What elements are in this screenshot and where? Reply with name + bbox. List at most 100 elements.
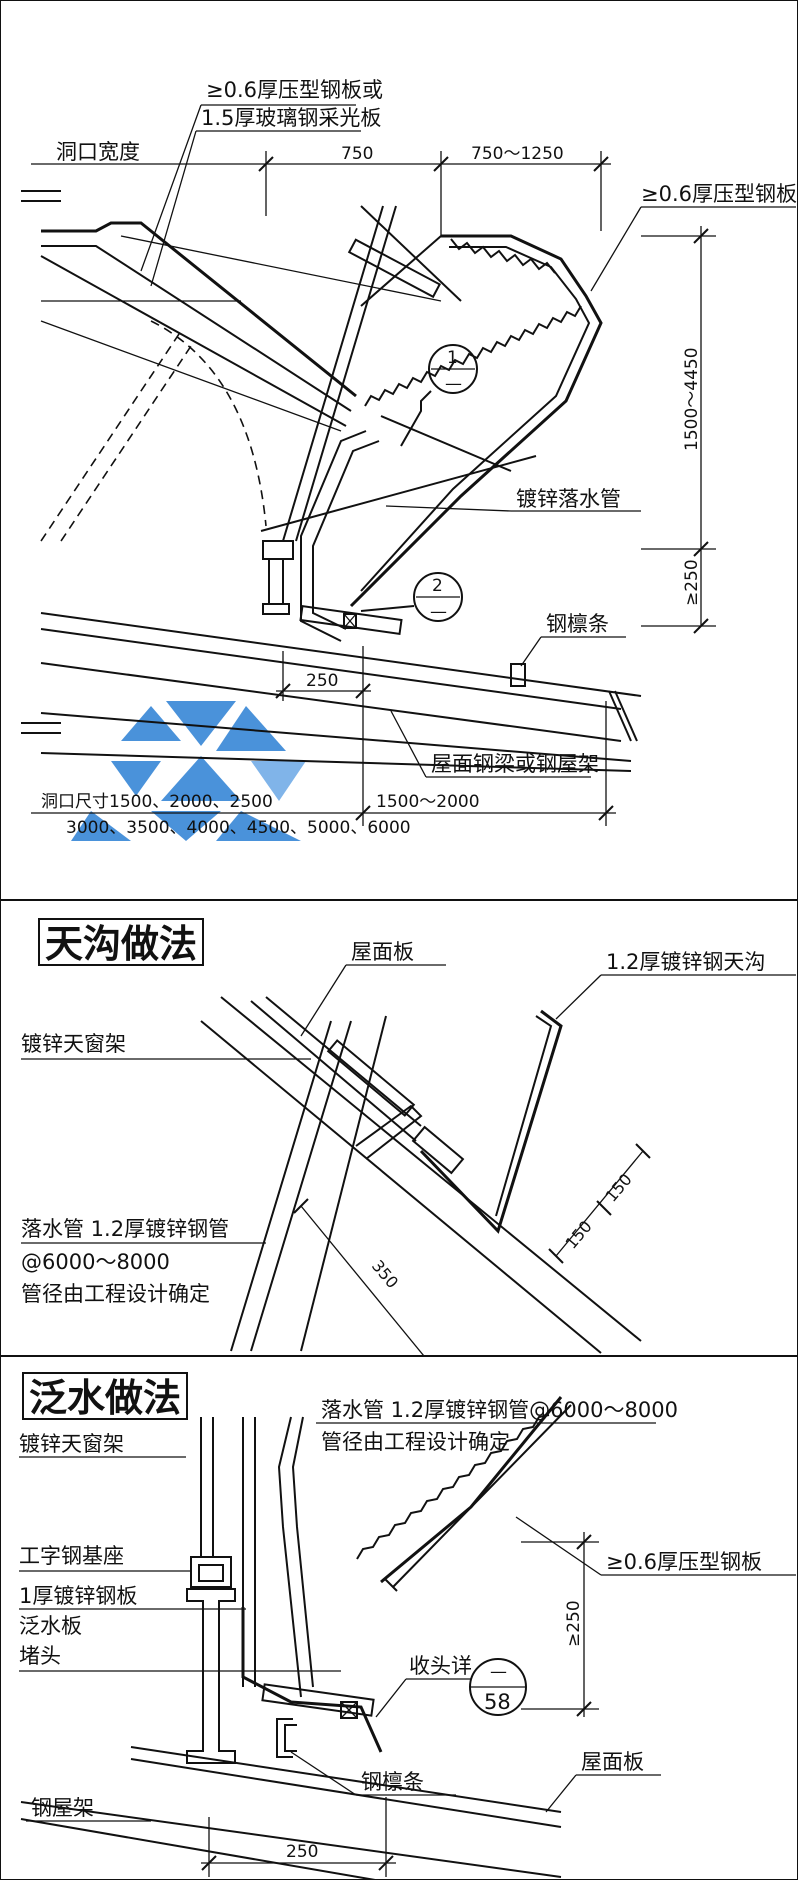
i-beam (186, 1588, 236, 1764)
skylight-frame (260, 205, 537, 542)
title-box (38, 918, 204, 966)
leader-line (290, 1751, 357, 1796)
dim-1500-4450: 1500～4450 (682, 347, 702, 451)
i-beam-base (190, 1556, 232, 1588)
galvanized-downpipe-label: 镀锌落水管 (516, 487, 621, 511)
steel-purlin-label: 钢檩条 (546, 612, 609, 636)
skylight-frame-label: 镀锌天窗架 (19, 1432, 124, 1456)
roof-panel-label: 屋面板 (351, 940, 414, 964)
leader-line (515, 1516, 602, 1576)
opening-width-label: 洞口宽度 (56, 140, 140, 164)
watermark-triangle (151, 811, 221, 841)
dim-350: 350 (368, 1256, 402, 1292)
dim-250-line (275, 646, 371, 701)
skylight-section-panel: 洞口宽度 750 750～1250 ≥0.6厚压型钢板或 1.5厚玻璃钢采光板 (0, 0, 798, 900)
dim-250: 250 (306, 671, 338, 691)
flashing-detail-title: 泛水做法 (29, 1376, 181, 1420)
gutter-dimensions (293, 1143, 651, 1355)
watermark-triangle (216, 706, 286, 751)
roof-purlin-and-beam (40, 604, 642, 772)
leader-line (385, 505, 512, 512)
callout-1-sheet: — (445, 374, 462, 394)
watermark-triangle (251, 761, 306, 801)
i-beam-base-label: 工字钢基座 (19, 1544, 124, 1568)
gutter-label: 1.2厚镀锌钢天沟 (606, 950, 765, 974)
gutter-detail-drawing: 天沟做法 屋面板 (21, 918, 796, 1355)
roof-sheet-label-line1: ≥0.6厚压型钢板或 (206, 78, 383, 102)
gutter-roof-lines (200, 996, 642, 1354)
dim-ge250: ≥250 (682, 559, 702, 606)
detail-callout-58 (469, 1658, 527, 1716)
flashing-vertical-dimension (521, 1532, 599, 1717)
leader-line (520, 636, 542, 667)
skylight-frame-label: 镀锌天窗架 (21, 1032, 126, 1056)
downpipe-label-line1: 落水管 1.2厚镀锌钢管@6000～8000 (321, 1398, 678, 1422)
watermark-triangle (121, 706, 181, 741)
right-profiled-sheet (349, 234, 603, 608)
dashed-arc (150, 320, 267, 527)
purlin-c-section (276, 1718, 293, 1758)
flashing-sheet (241, 1607, 383, 1753)
flashing-roof-lines (20, 1746, 562, 1879)
dim-750-1250: 750～1250 (471, 144, 564, 164)
profiled-steel-sheet-label: ≥0.6厚压型钢板 (641, 182, 797, 206)
purlin-section (510, 663, 526, 687)
roof-sheet-label-line2: 1.5厚玻璃钢采光板 (201, 106, 381, 130)
end-plug-label: 堵头 (19, 1644, 61, 1668)
flashing-label-line1: 1厚镀锌钢板 (19, 1584, 137, 1608)
downpipe-label-line2: @6000～8000 (21, 1250, 170, 1274)
leader-line (555, 974, 602, 1020)
steel-truss-label: 钢屋架 (31, 1796, 94, 1820)
callout-2-sheet: — (430, 602, 447, 622)
leader-line (140, 104, 202, 272)
leader-line (375, 1678, 407, 1718)
gutter-skylight-frame (230, 1015, 423, 1352)
watermark-triangle (71, 811, 131, 841)
watermark-triangle (111, 761, 161, 796)
callout-1-number: 1 (447, 348, 458, 368)
dashed-opening-line (40, 330, 182, 542)
opening-size-line1: 洞口尺寸1500、2000、2500 (41, 792, 273, 812)
flashing-dim-250 (201, 1797, 396, 1877)
downpipe (262, 430, 380, 642)
bottom-dimension-chain (31, 701, 616, 826)
skylight-section-drawing: 洞口宽度 750 750～1250 ≥0.6厚压型钢板或 1.5厚玻璃钢采光板 (21, 78, 797, 841)
downpipe-label-line2: 管径由工程设计确定 (321, 1430, 510, 1454)
dim-150-a: 150 (562, 1217, 596, 1253)
roof-panel-label: 屋面板 (581, 1750, 644, 1774)
gutter-detail-panel: 天沟做法 屋面板 (0, 900, 798, 1356)
dim-750: 750 (341, 144, 373, 164)
flashing-detail-drawing: 泛水做法 镀锌天窗架 落水管 1.2厚镀锌钢管@6000～8000 管径由工程设… (19, 1372, 796, 1879)
flashing-detail-panel: 泛水做法 镀锌天窗架 落水管 1.2厚镀锌钢管@6000～8000 管径由工程设… (0, 1356, 798, 1880)
downpipe-label-line3: 管径由工程设计确定 (21, 1282, 210, 1306)
callout-2-number: 2 (432, 576, 443, 596)
leader-line (300, 964, 347, 1037)
dim-ge250: ≥250 (564, 1600, 584, 1647)
dim-150-b: 150 (602, 1170, 636, 1206)
opening-size-line2: 3000、3500、4000、4500、5000、6000 (66, 818, 411, 838)
detail-sheet-top: — (490, 1662, 507, 1682)
galvanized-gutter (411, 1009, 563, 1234)
flashing-label-line2: 泛水板 (19, 1614, 82, 1638)
detail-sheet-number: 58 (484, 1690, 511, 1714)
leader-line (545, 1774, 577, 1813)
leader-line (390, 710, 427, 778)
finish-detail-label: 收头详 (409, 1654, 472, 1678)
skylight-left-slope (40, 221, 442, 432)
flashing-purlin-assembly (261, 1683, 375, 1758)
downpipe-label-line1: 落水管 1.2厚镀锌钢管 (21, 1217, 229, 1241)
flashing-profiled-sheet (356, 1396, 572, 1592)
watermark-triangle (166, 701, 236, 746)
title-box (22, 1372, 188, 1420)
downpipe-bracket (262, 540, 294, 560)
flashing-skylight-frame (186, 1416, 314, 1764)
watermark-logo (71, 701, 306, 841)
roof-beam-label: 屋面钢梁或钢屋架 (431, 752, 599, 776)
dim-250: 250 (286, 1842, 318, 1862)
watermark-triangle (161, 756, 241, 801)
profiled-sheet-label: ≥0.6厚压型钢板 (606, 1550, 762, 1574)
gutter-detail-title: 天沟做法 (45, 922, 197, 966)
leader-line (150, 130, 197, 287)
dim-1500-2000: 1500～2000 (376, 792, 480, 812)
top-dimension-chain (31, 151, 611, 236)
